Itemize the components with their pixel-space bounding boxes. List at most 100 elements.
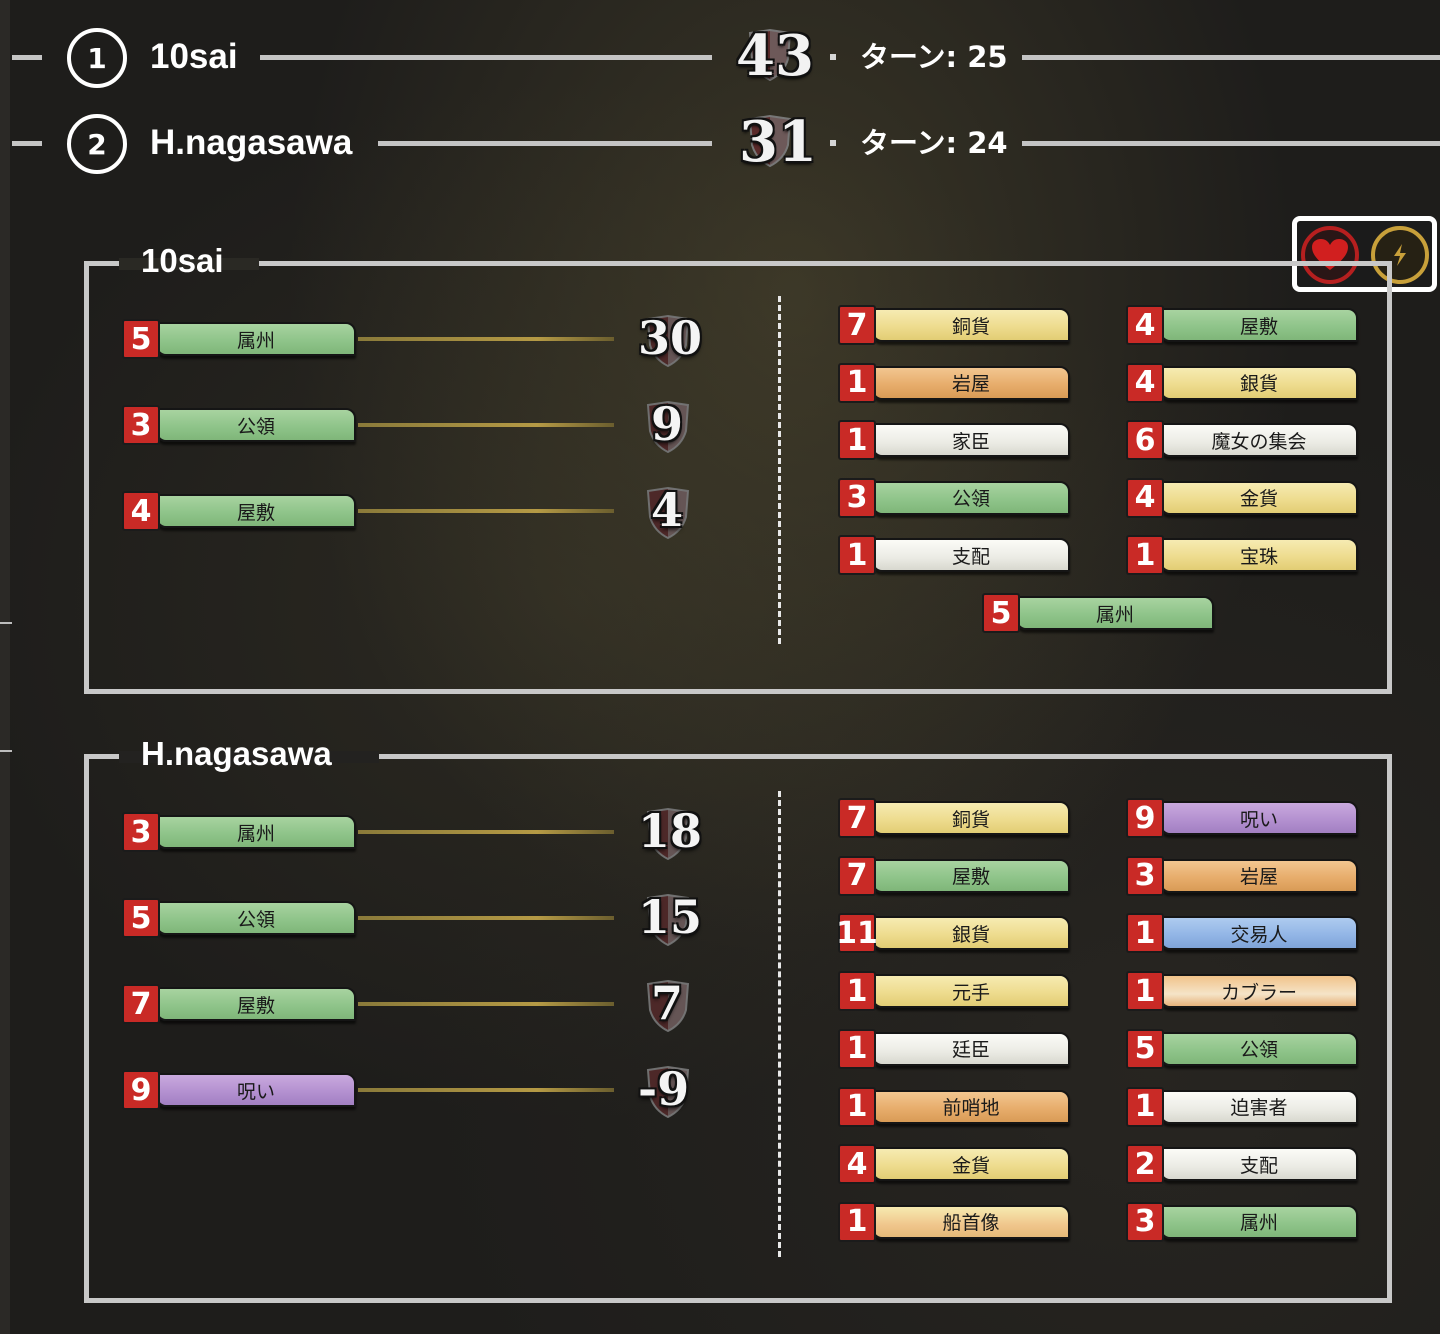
card-name: 交易人 [1160, 916, 1358, 951]
vp-points: 9 [651, 397, 684, 451]
card-name: 公領 [156, 408, 356, 442]
shield-icon [646, 315, 690, 367]
card-name: 銅貨 [872, 801, 1070, 835]
vp-points: -9 [638, 1062, 690, 1116]
card-count: 1 [1126, 1086, 1164, 1127]
card-count: 3 [1126, 855, 1164, 896]
edge-tick [0, 750, 12, 752]
card-name: 属州 [1160, 1204, 1358, 1239]
card-count: 4 [122, 491, 160, 531]
connector-line [358, 830, 614, 834]
bolt-button[interactable] [1371, 226, 1429, 284]
card-name: 屋敷 [1160, 308, 1358, 342]
card-count: 3 [122, 405, 160, 445]
card-count: 7 [838, 305, 876, 345]
card-count: 7 [838, 855, 876, 896]
card-name: 廷臣 [872, 1031, 1070, 1066]
card-count: 2 [1126, 1144, 1164, 1185]
card-count: 4 [1126, 362, 1164, 403]
card-count: 4 [1126, 477, 1164, 518]
card-name: 公領 [1160, 1031, 1358, 1066]
card-name: 公領 [872, 480, 1070, 515]
separator-dot [830, 140, 836, 146]
card-name: 魔女の集会 [1160, 423, 1358, 457]
connector-line [358, 337, 614, 341]
card-name: 岩屋 [1160, 858, 1358, 893]
card-name: 公領 [156, 901, 356, 935]
lightning-bolt-icon [1394, 244, 1406, 266]
card-name: 屋敷 [872, 858, 1070, 893]
vp-points: 15 [638, 890, 703, 944]
vp-points: 30 [638, 311, 703, 365]
title-gap [119, 751, 379, 763]
card-count: 11 [836, 913, 878, 954]
shield-icon [646, 808, 690, 860]
card-count: 1 [838, 362, 876, 403]
vp-points: 4 [651, 483, 684, 537]
card-name: 金貨 [1160, 480, 1358, 515]
card-count: 5 [122, 319, 160, 359]
turn-count: ターン: 25 [860, 40, 1008, 74]
panel-title: 10sai [141, 242, 224, 279]
separator-dot [830, 54, 836, 60]
divider [778, 296, 781, 644]
edge-tick [0, 622, 12, 624]
reaction-buttons [1292, 216, 1437, 292]
header-line [1022, 141, 1440, 146]
player-name: H.nagasawa [150, 123, 353, 162]
card-name: 支配 [1160, 1147, 1358, 1182]
connector-line [358, 423, 614, 427]
shield-icon [646, 401, 690, 453]
header-line [1022, 55, 1440, 60]
vp-points: 18 [638, 804, 703, 858]
standing-row-1: 1 10sai 43 ターン: 25 [0, 17, 1440, 97]
card-count: 1 [1126, 913, 1164, 954]
card-name: 前哨地 [872, 1089, 1070, 1124]
shield-icon [646, 487, 690, 539]
card-name: 岩屋 [872, 365, 1070, 400]
card-name: 支配 [872, 538, 1070, 572]
player-panel-h-nagasawa: H.nagasawa [84, 735, 1392, 1303]
connector-line [358, 509, 614, 513]
card-count: 9 [1126, 798, 1164, 838]
card-count: 6 [1126, 420, 1164, 460]
shield-icon [748, 115, 792, 167]
card-count: 7 [838, 798, 876, 838]
card-name: 迫害者 [1160, 1089, 1358, 1124]
card-count: 4 [1126, 305, 1164, 345]
